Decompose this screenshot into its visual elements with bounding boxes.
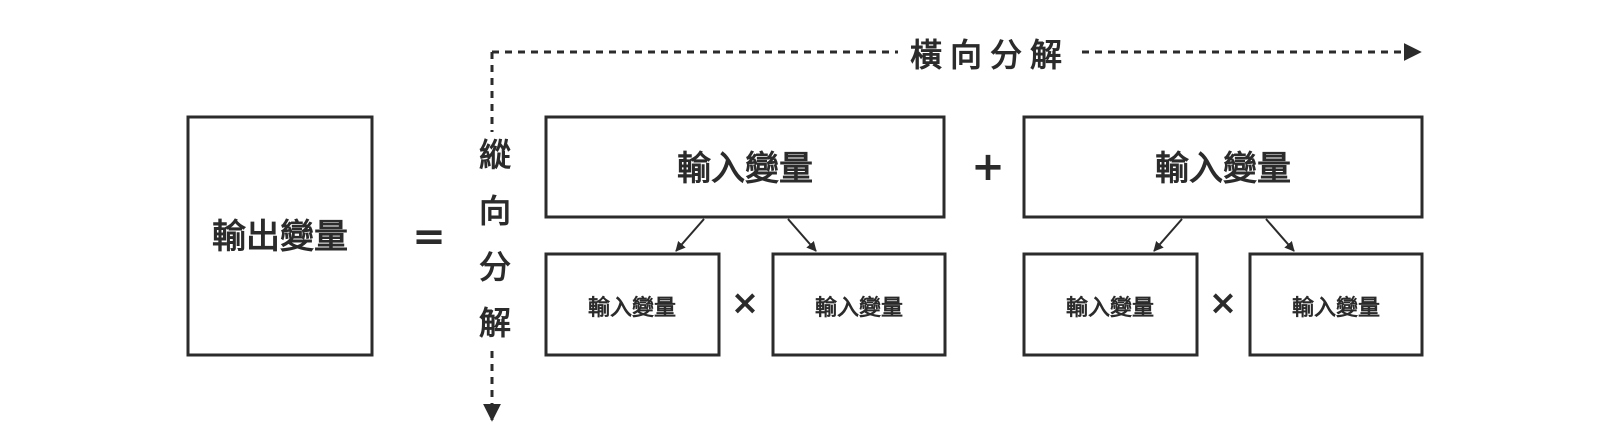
input-variable-label-top-2: 輸入變量 [1155,149,1291,189]
input-variable-label-bottom-left-1: 輸入變量 [588,295,676,321]
branch-arrow-left-2 [1153,218,1183,252]
input-variable-box-bottom-right-1 [771,252,947,357]
vertical-axis-char-4: 解 [479,304,511,342]
input-variable-box-bottom-left-2 [1022,252,1199,357]
plus-sign: + [971,144,1005,190]
horizontal-axis-label: 橫向分解 [910,36,1070,74]
input-variable-label-bottom-left-2: 輸入變量 [1066,295,1154,321]
equals-sign: = [412,214,446,260]
branch-arrow-right-1 [787,218,817,252]
vertical-axis-label-backdrop [474,132,510,350]
branch-arrow-right-2 [1265,218,1295,252]
input-variable-box-top-2 [1022,115,1424,219]
input-variable-label-bottom-right-1: 輸入變量 [815,295,903,321]
input-variable-label-top-1: 輸入變量 [677,149,813,189]
branch-arrow-left-1 [675,218,705,252]
multiply-sign-2: × [1209,283,1238,323]
multiply-sign-1: × [731,283,760,323]
output-variable-box [186,115,374,357]
vertical-axis-char-2: 向 [479,192,511,230]
input-variable-label-bottom-right-2: 輸入變量 [1292,295,1380,321]
input-variable-box-top-1 [544,115,946,219]
vertical-axis-char-3: 分 [479,248,511,286]
input-variable-box-bottom-left-1 [544,252,721,357]
input-variable-box-bottom-right-2 [1248,252,1424,357]
vertical-axis-char-1: 縱 [479,136,511,174]
output-variable-label: 輸出變量 [212,217,348,257]
